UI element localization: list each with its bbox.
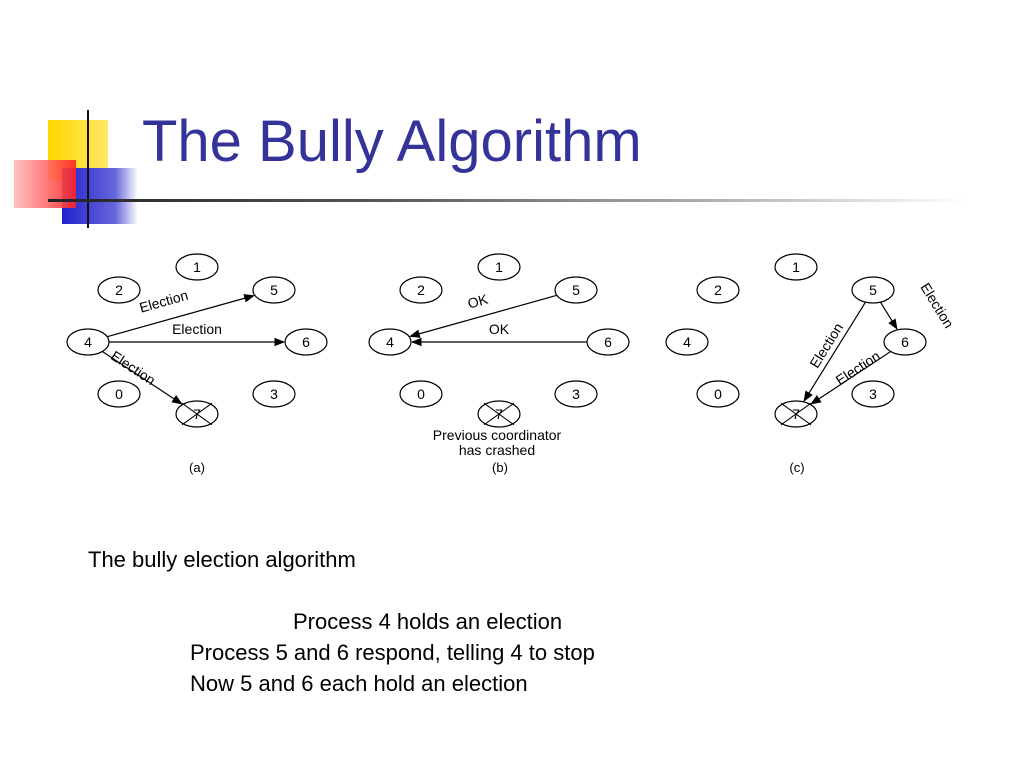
process-node-label: 4 [683,334,691,350]
process-node-3 [554,380,598,408]
bullet-1: Process 4 holds an election [293,609,563,634]
process-node-4 [665,328,709,356]
process-node-0 [696,380,740,408]
crashed-note: has crashed [459,442,535,458]
crashed-cross [780,402,812,426]
process-node-label: 0 [417,386,425,402]
process-node-label: 1 [495,259,503,275]
edge-6-to-7 [810,350,891,405]
diagram-caption: The bully election algorithm [88,547,356,572]
process-node-5 [252,276,296,304]
bullet-2: Process 5 and 6 respond, telling 4 to st… [190,640,595,665]
crashed-note: Previous coordinator [433,427,562,443]
process-node-2 [399,276,443,304]
process-node-label: 3 [572,386,580,402]
process-node-4 [66,328,110,356]
edge-5-to-6 [879,301,898,330]
process-node-label: 5 [869,282,877,298]
process-node-label: 7 [792,406,800,422]
edge-label: Election [806,320,846,371]
panel-label: (c) [789,460,804,475]
process-node-label: 7 [495,406,503,422]
process-node-3 [252,380,296,408]
crashed-cross [181,402,213,426]
process-node-label: 0 [115,386,123,402]
process-node-6 [284,328,328,356]
title-underline [48,199,968,202]
process-node-3 [851,380,895,408]
edge-4-to-7 [102,350,183,405]
process-node-5 [851,276,895,304]
edge-4-to-5 [106,294,255,338]
process-node-1 [175,253,219,281]
panel-label: (a) [189,460,205,475]
process-node-label: 1 [193,259,201,275]
process-node-label: 2 [714,282,722,298]
process-node-label: 2 [115,282,123,298]
process-node-1 [477,253,521,281]
process-node-label: 3 [869,386,877,402]
process-node-label: 0 [714,386,722,402]
edge-label: OK [489,321,510,337]
bullet-3: Now 5 and 6 each hold an election [190,671,528,696]
process-node-4 [368,328,412,356]
process-node-0 [97,380,141,408]
slide-title: The Bully Algorithm [142,109,642,174]
process-node-label: 5 [270,282,278,298]
process-node-6 [883,328,927,356]
decorative-squares [14,110,138,228]
process-node-label: 6 [604,334,612,350]
process-node-1 [774,253,818,281]
process-node-label: 6 [302,334,310,350]
process-node-6 [586,328,630,356]
process-node-label: 7 [193,406,201,422]
edge-label: Election [138,287,190,316]
edge-label: Election [172,321,222,337]
edge-5-to-4 [409,294,558,338]
process-node-label: 6 [901,334,909,350]
process-node-5 [554,276,598,304]
process-node-label: 5 [572,282,580,298]
process-node-label: 1 [792,259,800,275]
process-node-2 [696,276,740,304]
edge-5-to-7 [803,301,866,402]
process-node-label: 3 [270,386,278,402]
edge-label: OK [466,291,490,312]
crashed-cross [483,402,515,426]
process-node-label: 4 [84,334,92,350]
edge-label: Election [917,280,957,331]
process-node-label: 4 [386,334,394,350]
process-node-label: 2 [417,282,425,298]
process-node-2 [97,276,141,304]
process-node-0 [399,380,443,408]
panel-label: (b) [492,460,508,475]
